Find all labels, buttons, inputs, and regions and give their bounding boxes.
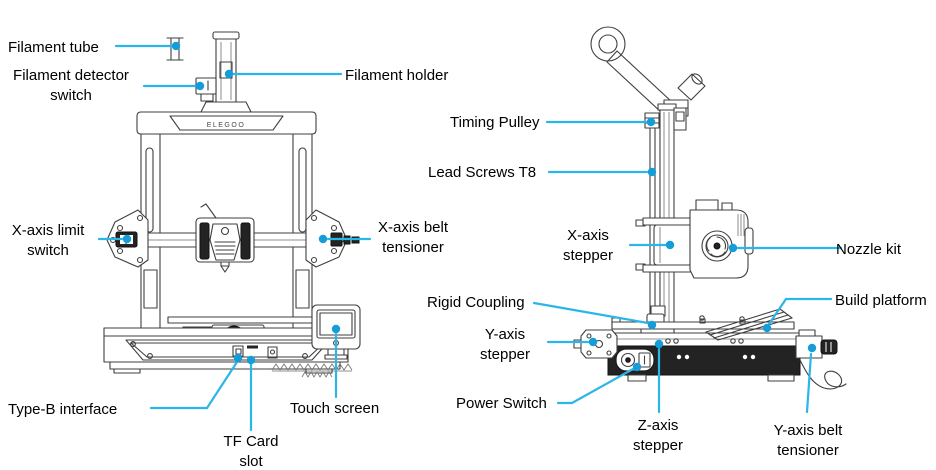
label-power-switch: Power Switch [456,395,547,412]
leader-power-switch [556,362,642,405]
label-x-axis-belt-tensioner: X-axis belt tensioner [377,219,449,256]
leader-y-axis-belt-tensioner [805,343,817,414]
leader-filament-holder [224,69,343,79]
front-view-drawing: ELEGOO [103,31,361,378]
label-filament-detector-switch: Filament detector switch [13,67,129,104]
leader-y-axis-stepper [546,337,598,347]
leader-build-platform [762,297,833,333]
leader-touch-screen [331,324,341,399]
leader-filament-detector-switch [142,81,205,91]
label-timing-pulley: Timing Pulley [450,114,540,131]
printer-base-drawing [103,327,353,378]
label-tf-card-slot: TF Card slot [223,433,279,470]
leader-z-axis-stepper [654,339,664,414]
leader-lines [97,41,843,432]
leader-x-axis-belt-tensioner [318,234,372,244]
leader-lead-screws-t8 [547,167,657,177]
label-x-axis-stepper: X-axis stepper [562,227,614,264]
label-filament-tube: Filament tube [8,39,99,56]
leader-tf-card-slot [246,355,256,432]
leader-nozzle-kit [728,243,843,253]
power-switch-drawing [615,348,655,372]
build-platform-handle-drawing [705,308,793,341]
spool-arm-drawing [590,26,706,117]
side-view-drawing [573,26,847,390]
label-build-platform: Build platform [835,292,927,309]
label-rigid-coupling: Rigid Coupling [427,294,525,311]
print-head-drawing [195,203,255,273]
label-y-axis-belt-tensioner: Y-axis belt tensioner [773,422,843,459]
label-filament-holder: Filament holder [345,67,449,84]
label-type-b-interface: Type-B interface [8,401,118,418]
cable-drawing [799,359,847,390]
label-lead-screws-t8: Lead Screws T8 [428,164,537,181]
y-stepper-drawing [573,329,618,359]
label-x-axis-limit-switch: X-axis limit switch [11,222,85,259]
leader-rigid-coupling [532,301,657,330]
leader-filament-tube [114,41,181,51]
y-belt-tensioner-drawing [795,329,838,359]
leader-type-b-interface [149,353,243,410]
label-touch-screen: Touch screen [290,400,380,417]
brand-logo-text: ELEGOO [207,122,246,129]
label-z-axis-stepper: Z-axis stepper [632,417,684,454]
leader-timing-pulley [545,117,656,127]
leader-x-axis-stepper [628,240,675,250]
leader-x-axis-limit-switch [97,234,132,244]
label-nozzle-kit: Nozzle kit [836,241,902,258]
label-y-axis-stepper: Y-axis stepper [479,326,531,363]
